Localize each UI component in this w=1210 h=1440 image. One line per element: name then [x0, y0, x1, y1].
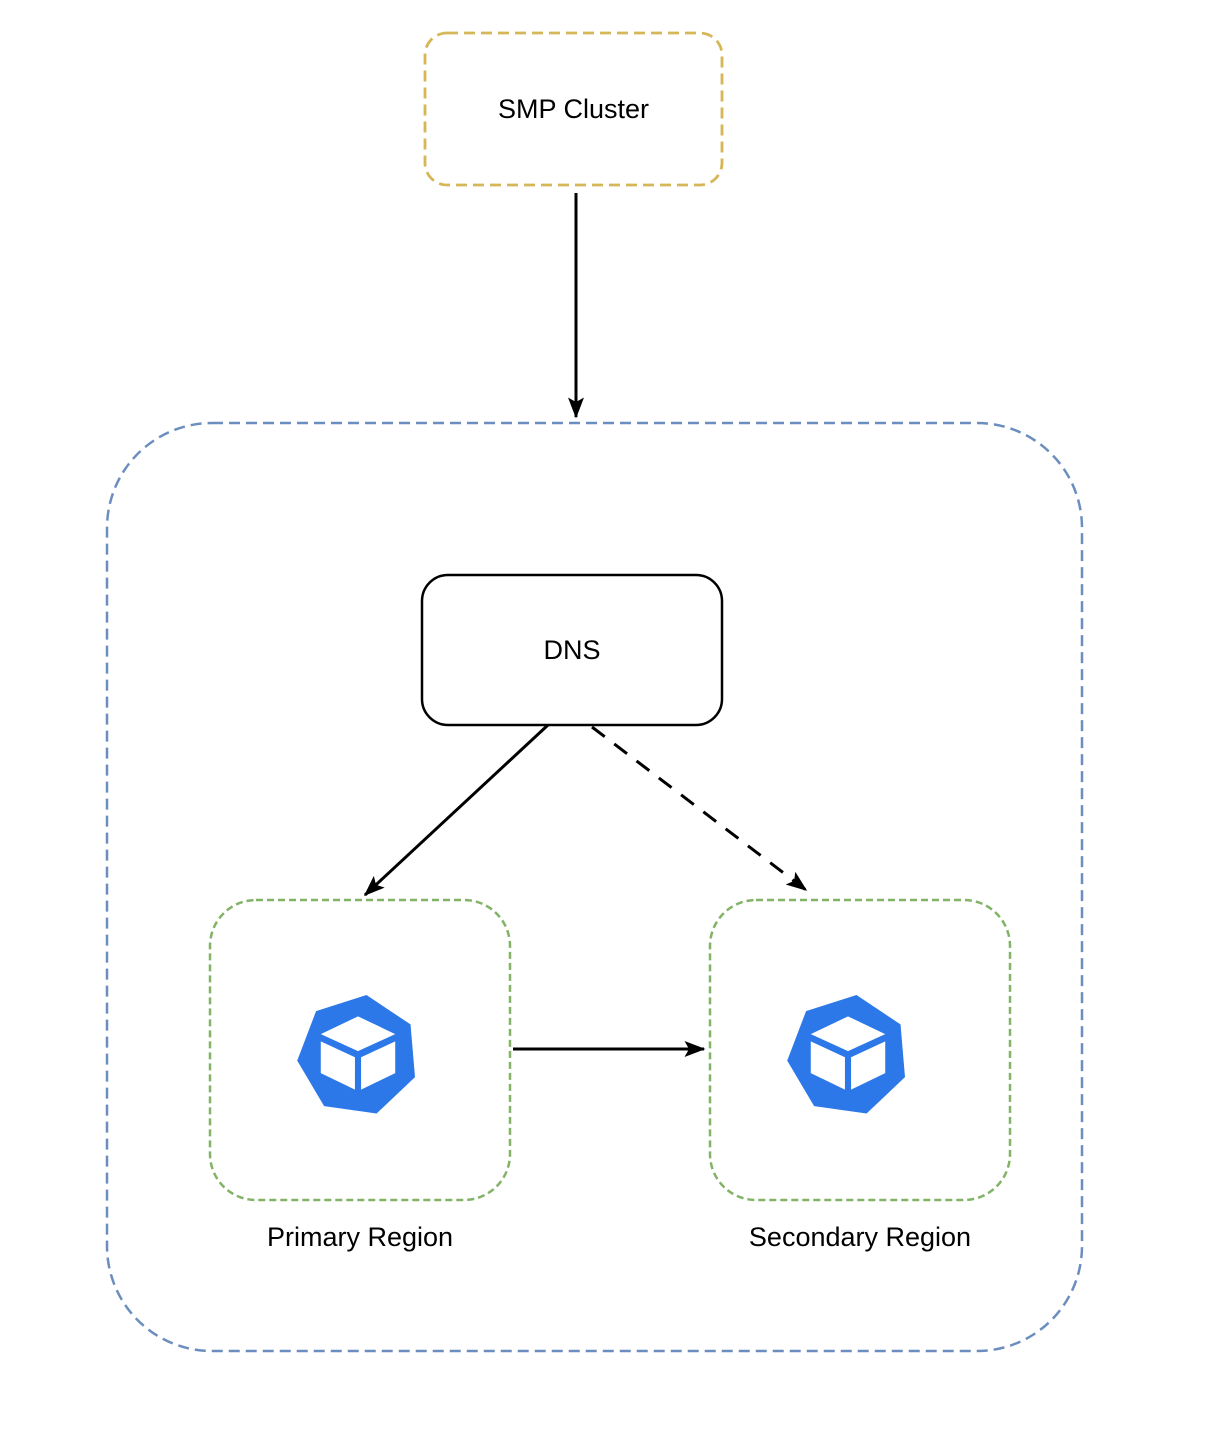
dns-box [420, 573, 724, 727]
smp-cluster-box [423, 31, 724, 187]
secondary-cube-heptagon-icon [787, 995, 905, 1114]
secondary-region-box [708, 898, 1012, 1202]
outer-container-box [105, 421, 1084, 1353]
primary-region-box [208, 898, 512, 1202]
dns-label: DNS [543, 634, 601, 665]
smp-cluster-label: SMP Cluster [497, 93, 650, 124]
primary-cube-heptagon-icon [297, 995, 415, 1114]
secondary-region-label: Secondary Region [748, 1221, 972, 1252]
dns-to-secondary-arrow [591, 725, 808, 892]
primary-region-label: Primary Region [266, 1221, 454, 1252]
dns-to-primary-arrow [363, 723, 550, 897]
